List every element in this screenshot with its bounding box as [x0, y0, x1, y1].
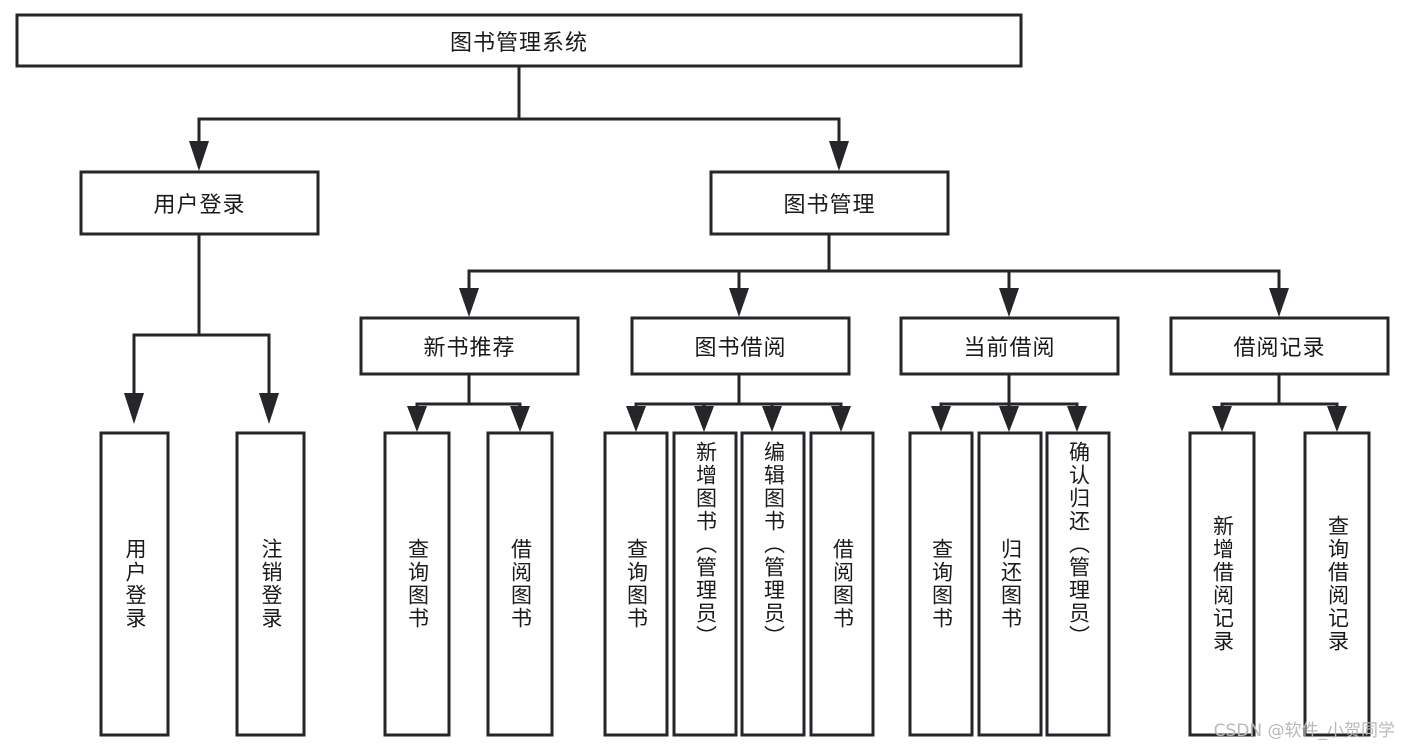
node-new-book-recommend[interactable]: [359, 316, 580, 376]
leaf-box-query-book-3[interactable]: [908, 431, 974, 737]
leaf-box-logout[interactable]: [235, 431, 306, 737]
leaf-box-confirm-return[interactable]: [1045, 431, 1111, 737]
edge-root-to-level2: [189, 64, 849, 171]
node-book-borrow[interactable]: [630, 316, 851, 376]
leaf-box-user-login[interactable]: [99, 431, 170, 737]
node-borrow-record[interactable]: [1169, 316, 1390, 376]
leaf-box-borrow-book-2[interactable]: [809, 431, 875, 737]
node-book-management[interactable]: [709, 170, 950, 236]
node-current-borrow[interactable]: [899, 316, 1120, 376]
node-user-login[interactable]: [79, 170, 320, 236]
leaf-box-query-book-1[interactable]: [383, 431, 451, 737]
leaf-box-add-book[interactable]: [672, 431, 738, 737]
edge-userlogin-to-leaves: [124, 232, 279, 424]
leaf-box-query-record[interactable]: [1303, 431, 1371, 737]
leaf-box-query-book-2[interactable]: [603, 431, 669, 737]
node-root[interactable]: [15, 13, 1023, 68]
edge-borrowrecord-to-leaves: [1212, 372, 1347, 432]
edge-newbook-to-leaves: [407, 372, 530, 432]
edge-bookborrow-to-leaves: [626, 372, 851, 432]
edge-currentborrow-to-leaves: [931, 372, 1087, 432]
leaf-box-borrow-book-1[interactable]: [486, 431, 554, 737]
leaf-box-edit-book[interactable]: [740, 431, 806, 737]
leaf-box-add-record[interactable]: [1188, 431, 1256, 737]
leaf-box-return-book[interactable]: [977, 431, 1043, 737]
edge-bookmgmt-to-level3: [459, 232, 1289, 317]
